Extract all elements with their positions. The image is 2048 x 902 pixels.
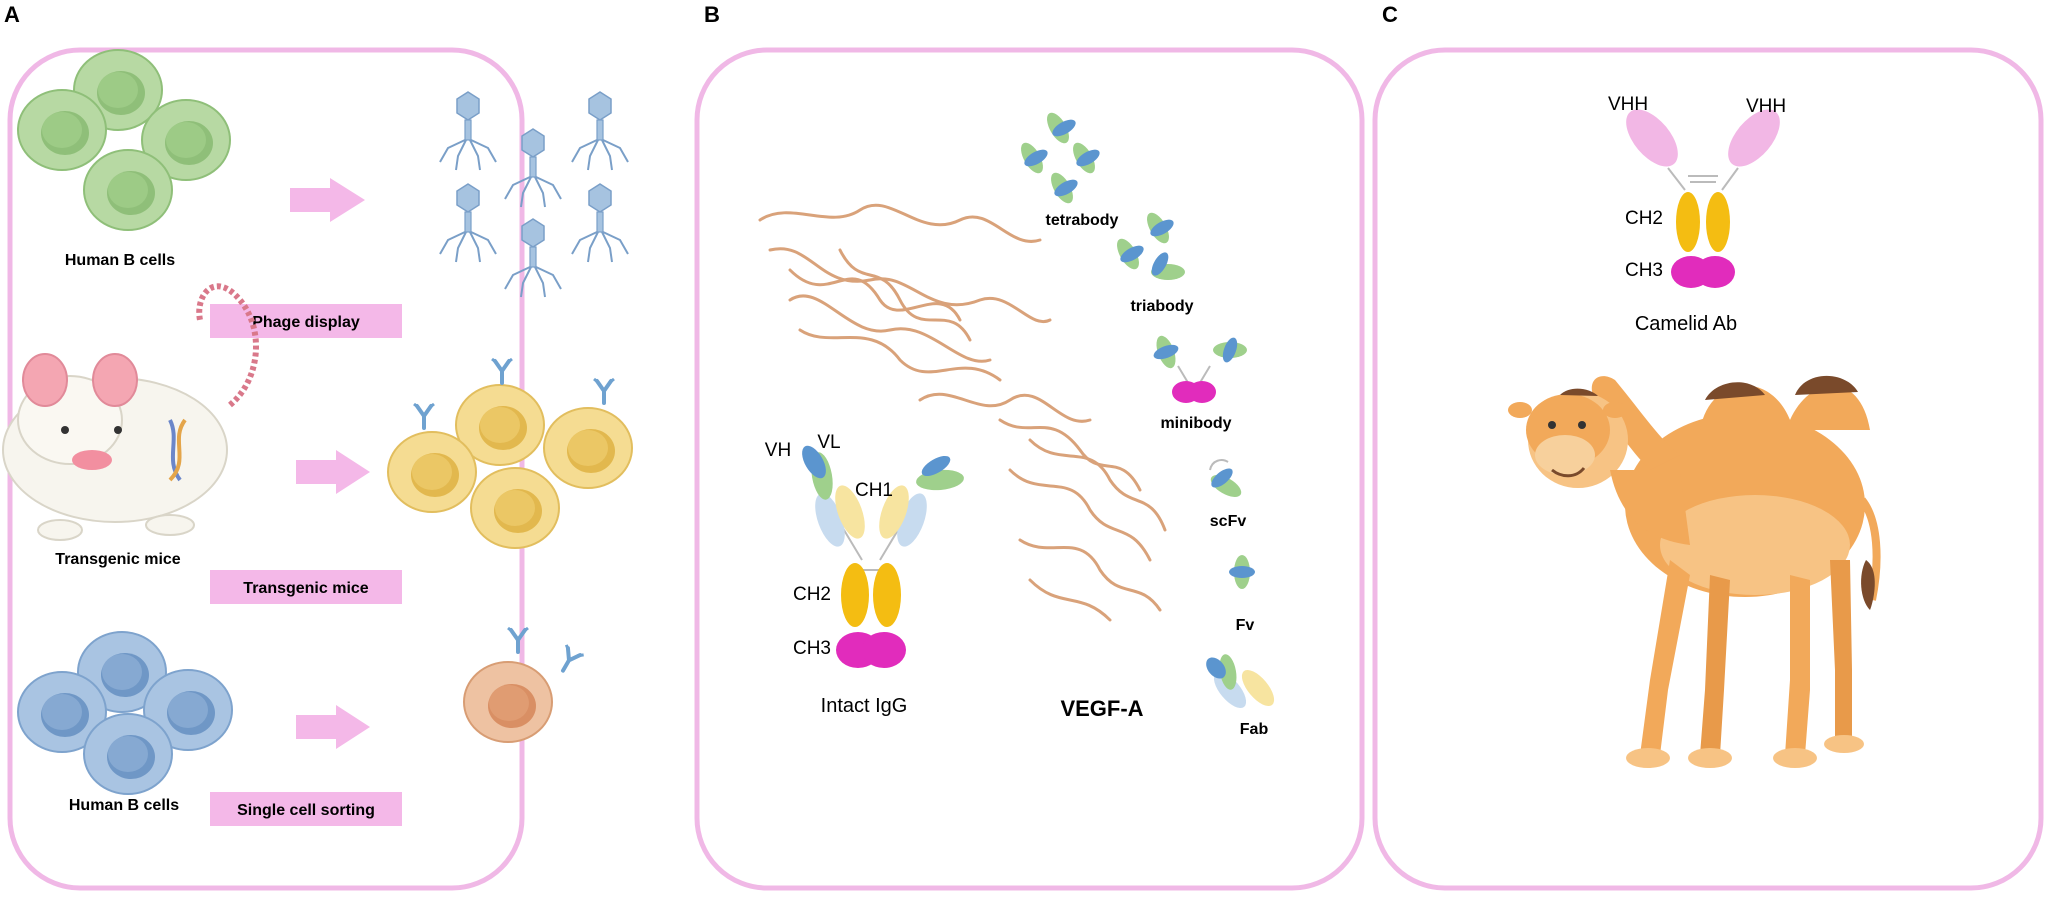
label-box-transgenic-mice (210, 570, 402, 604)
camelid-label-vhh-right: VHH (1746, 96, 1786, 117)
label-box-phage-display (210, 304, 402, 338)
green-b-cells (17, 49, 231, 231)
camelid-ab-icon (1626, 109, 1780, 288)
igg-label-ch1: CH1 (855, 480, 893, 501)
igg-name: Intact IgG (821, 695, 908, 717)
igg-label-vh: VH (765, 440, 791, 461)
blue-b-cells (17, 631, 233, 795)
cell-label-human-b-1: Human B cells (65, 252, 175, 269)
method-label-transgenic-mice: Transgenic mice (243, 580, 368, 597)
minibody-icon (1151, 333, 1247, 403)
sorted-cell (463, 626, 586, 743)
camelid-ab-name: Camelid Ab (1635, 313, 1737, 335)
method-label-phage-display: Phage display (252, 314, 360, 331)
fragment-label-tetrabody: tetrabody (1046, 212, 1119, 229)
cell-label-human-b-2: Human B cells (69, 797, 179, 814)
vegf-a-structure (758, 203, 1167, 622)
fv-icon (1229, 555, 1255, 589)
igg-label-ch3: CH3 (793, 638, 831, 659)
panel-letter-c: C (1382, 2, 1398, 27)
camel-icon (1508, 375, 1881, 768)
panel-letter-a: A (4, 2, 20, 27)
antigen-label: VEGF-A (1060, 696, 1143, 721)
camelid-label-vhh-left: VHH (1608, 94, 1648, 115)
arrow-icon (296, 705, 370, 749)
arrow-icon (296, 450, 370, 494)
fragment-label-fv: Fv (1236, 617, 1255, 634)
panel-letter-b: B (704, 2, 720, 27)
method-label-single-cell-sorting: Single cell sorting (237, 802, 375, 819)
fragment-label-fab: Fab (1240, 721, 1269, 738)
fragment-label-triabody: triabody (1130, 298, 1193, 315)
panel-c-border (1372, 47, 2044, 891)
phage-icons (439, 91, 629, 298)
triabody-icon (1112, 209, 1185, 280)
intact-igg-icon (802, 445, 964, 668)
arrow-icon (290, 178, 365, 222)
mouse-icon (2, 283, 259, 541)
label-box-single-cell-sorting (210, 792, 402, 826)
fragment-label-minibody: minibody (1160, 415, 1231, 432)
camelid-label-ch2: CH2 (1625, 208, 1663, 229)
tetrabody-icon (1016, 109, 1103, 207)
cell-label-transgenic-mice: Transgenic mice (55, 551, 180, 568)
yellow-cells (387, 357, 633, 549)
scfv-icon (1207, 459, 1245, 502)
fab-icon (1206, 654, 1275, 709)
fragment-label-scfv: scFv (1210, 513, 1247, 530)
camelid-label-ch3: CH3 (1625, 260, 1663, 281)
igg-label-ch2: CH2 (793, 584, 831, 605)
igg-label-vl: VL (817, 432, 840, 453)
panel-b-border (694, 47, 1365, 891)
